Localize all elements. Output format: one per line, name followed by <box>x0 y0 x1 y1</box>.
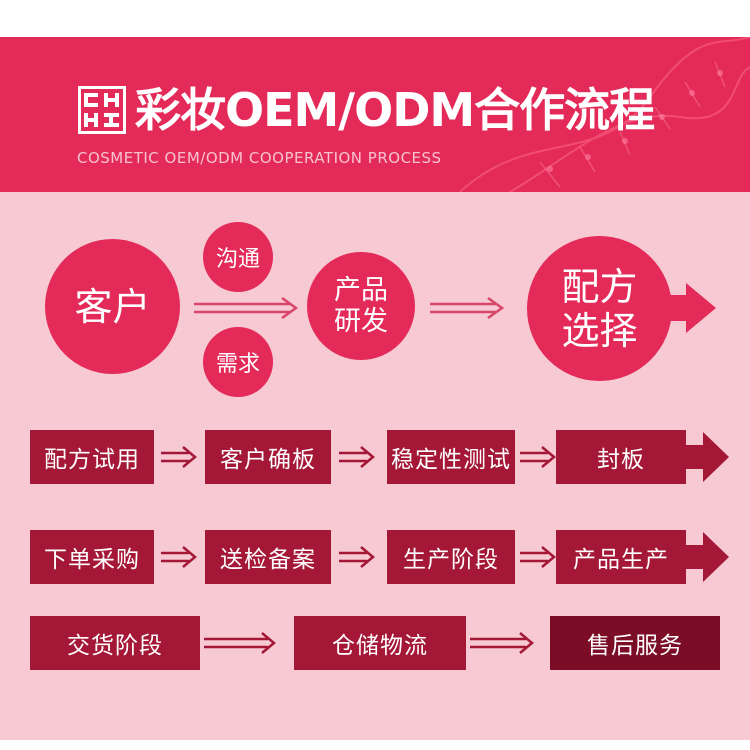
row1-arrow-1 <box>161 446 197 468</box>
dna-helix-decoration <box>459 37 750 192</box>
communicate-label: 沟通 <box>215 247 260 272</box>
row2-arrow-3 <box>520 546 556 568</box>
customer-label: 客户 <box>74 284 151 329</box>
formula-line2: 选择 <box>561 308 638 353</box>
row3-arrow-2 <box>470 632 534 654</box>
product-rd-circle: 产品 研发 <box>307 252 415 360</box>
step-inspection-filing: 送检备案 <box>205 530 331 584</box>
page-subtitle: COSMETIC OEM/ODM COOPERATION PROCESS <box>77 149 442 167</box>
step-warehouse-logistics: 仓储物流 <box>294 616 466 670</box>
formula-line1: 配方 <box>561 264 638 309</box>
row2-end-arrow <box>685 532 729 582</box>
header-banner: 彩妆OEM/ODM合作流程 COSMETIC OEM/ODM COOPERATI… <box>0 37 750 192</box>
step-customer-confirm: 客户确板 <box>205 430 331 484</box>
process-content: 客户 沟通 需求 产品 研发 配方 选择 配方试用 <box>0 192 750 740</box>
communicate-circle: 沟通 <box>203 222 273 292</box>
step-seal-sample: 封板 <box>556 430 686 484</box>
demand-label: 需求 <box>215 352 260 377</box>
step-delivery-stage: 交货阶段 <box>30 616 200 670</box>
step-stability-test: 稳定性测试 <box>387 430 515 484</box>
step-production-stage: 生产阶段 <box>387 530 515 584</box>
step-formula-trial: 配方试用 <box>30 430 154 484</box>
row1-arrow-2 <box>339 446 375 468</box>
formula-circle: 配方 选择 <box>527 236 672 381</box>
row3-arrow-1 <box>204 632 276 654</box>
row2-arrow-2 <box>339 546 375 568</box>
row2-arrow-1 <box>161 546 197 568</box>
flow-arrow-1 <box>194 296 299 320</box>
page-title: 彩妆OEM/ODM合作流程 <box>135 83 655 137</box>
demand-circle: 需求 <box>203 327 273 397</box>
row1-arrow-3 <box>520 446 556 468</box>
brand-logo <box>78 86 126 134</box>
step-product-manufacturing: 产品生产 <box>556 530 686 584</box>
customer-circle: 客户 <box>45 239 180 374</box>
row1-end-arrow <box>685 432 729 482</box>
step-after-sales: 售后服务 <box>550 616 720 670</box>
formula-arrow <box>660 283 716 333</box>
step-order-purchase: 下单采购 <box>30 530 154 584</box>
product-rd-line2: 研发 <box>334 306 388 337</box>
flow-arrow-2 <box>430 296 505 320</box>
product-rd-line1: 产品 <box>334 275 388 306</box>
